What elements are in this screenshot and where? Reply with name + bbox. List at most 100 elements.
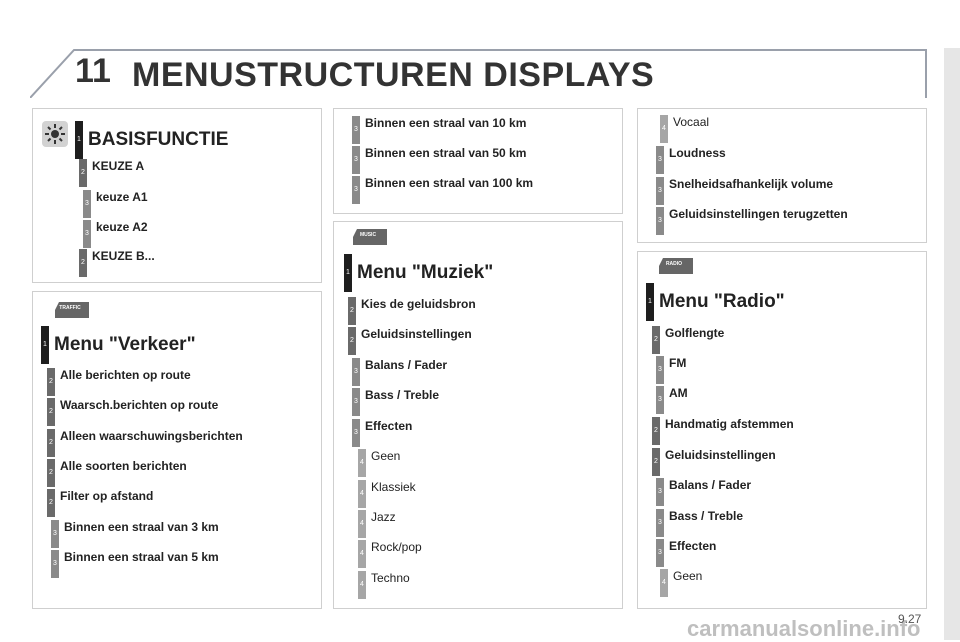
menu-item-label: Kies de geluidsbron <box>361 297 476 311</box>
level-3-marker: 3 <box>656 177 664 205</box>
menu-item-label: Loudness <box>669 146 726 160</box>
menu-item-label: Jazz <box>371 510 396 524</box>
menu-item-label: Binnen een straal van 3 km <box>64 520 219 534</box>
menu-heading-label: Menu "Verkeer" <box>54 334 196 355</box>
page-number: 9.27 <box>898 612 922 626</box>
level-3-marker: 3 <box>352 146 360 174</box>
level-3-marker: 3 <box>352 419 360 447</box>
menu-item-label: Alleen waarschuwingsberichten <box>60 429 243 443</box>
menu-item-label: Alle berichten op route <box>60 368 191 382</box>
basisfunctie-panel: 1 BASISFUNCTIE 2 KEUZE A 3 keuze A1 3 ke… <box>32 108 322 283</box>
watermark: carmanualsonline.info <box>687 616 921 641</box>
level-3-marker: 3 <box>656 509 664 537</box>
level-3-marker: 3 <box>656 146 664 174</box>
muziek-continued-panel: 4 Vocaal 3 Loudness 3 Snelheidsafhankeli… <box>637 108 927 243</box>
level-4-marker: 4 <box>358 540 366 568</box>
muziek-panel: MUSIC 1 Menu "Muziek" 2 Kies de geluidsb… <box>333 221 623 609</box>
level-3-marker: 3 <box>656 386 664 414</box>
level-2-marker: 2 <box>47 368 55 396</box>
level-1-marker: 1 <box>75 121 83 159</box>
level-1-marker: 1 <box>646 283 654 321</box>
menu-heading-label: BASISFUNCTIE <box>88 129 229 150</box>
menu-item-label: Balans / Fader <box>365 358 448 372</box>
menu-item-label: Snelheidsafhankelijk volume <box>669 177 834 191</box>
menu-item-label: Handmatig afstemmen <box>665 417 794 431</box>
level-3-marker: 3 <box>656 539 664 567</box>
music-icon <box>353 229 387 245</box>
settings-icon <box>42 121 68 147</box>
badge-label: TRAFFIC <box>59 305 81 311</box>
traffic-icon <box>55 302 89 318</box>
level-2-marker: 2 <box>652 326 660 354</box>
music-badge: MUSIC <box>351 227 389 247</box>
level-2-marker: 2 <box>79 249 87 277</box>
level-4-marker: 4 <box>358 571 366 599</box>
menu-item-label: Klassiek <box>371 480 416 494</box>
menu-item-label: Binnen een straal van 5 km <box>64 550 219 564</box>
menu-item-label: keuze A1 <box>96 190 148 204</box>
level-3-marker: 3 <box>352 358 360 386</box>
menu-item-label: Filter op afstand <box>60 489 154 503</box>
menu-item-label: Binnen een straal van 10 km <box>365 116 527 130</box>
menu-item-label: Geluidsinstellingen <box>665 448 776 462</box>
level-2-marker: 2 <box>79 159 87 187</box>
level-3-marker: 3 <box>656 356 664 384</box>
level-2-marker: 2 <box>348 327 356 355</box>
menu-item-label: keuze A2 <box>96 220 148 234</box>
level-3-marker: 3 <box>352 176 360 204</box>
traffic-badge: TRAFFIC <box>53 300 91 320</box>
menu-item-label: Bass / Treble <box>669 509 744 523</box>
menu-item-label: Binnen een straal van 50 km <box>365 146 527 160</box>
page-edge-strip <box>944 48 960 640</box>
radio-badge: RADIO <box>657 256 695 276</box>
menu-item-label: KEUZE A <box>92 159 145 173</box>
verkeer-panel: TRAFFIC 1 Menu "Verkeer" 2 Alle berichte… <box>32 291 322 609</box>
menu-item-label: Geluidsinstellingen terugzetten <box>669 207 848 221</box>
menu-item-label: Geen <box>673 569 703 583</box>
level-3-marker: 3 <box>656 478 664 506</box>
level-3-marker: 3 <box>352 388 360 416</box>
menu-item-label: Golflengte <box>665 326 725 340</box>
menu-item-label: Alle soorten berichten <box>60 459 187 473</box>
menu-item-label: Balans / Fader <box>669 478 752 492</box>
level-2-marker: 2 <box>47 398 55 426</box>
level-4-marker: 4 <box>660 115 668 143</box>
menu-item-label: Effecten <box>365 419 413 433</box>
level-3-marker: 3 <box>656 207 664 235</box>
menu-item-label: Geen <box>371 449 401 463</box>
level-3-marker: 3 <box>83 220 91 248</box>
header-tab-outline <box>30 49 927 98</box>
level-2-marker: 2 <box>47 459 55 487</box>
menu-item-label: Vocaal <box>673 115 710 129</box>
level-3-marker: 3 <box>51 520 59 548</box>
menu-item-label: Techno <box>371 571 410 585</box>
level-2-marker: 2 <box>652 448 660 476</box>
chapter-number: 11 <box>75 52 111 90</box>
level-4-marker: 4 <box>358 480 366 508</box>
level-2-marker: 2 <box>348 297 356 325</box>
menu-item-label: Geluidsinstellingen <box>361 327 472 341</box>
level-2-marker: 2 <box>47 489 55 517</box>
menu-heading-label: Menu "Radio" <box>659 291 785 312</box>
menu-item-label: Binnen een straal van 100 km <box>365 176 534 190</box>
menu-heading-label: Menu "Muziek" <box>357 262 494 283</box>
menu-item-label: Bass / Treble <box>365 388 440 402</box>
level-1-marker: 1 <box>41 326 49 364</box>
radio-panel: RADIO 1 Menu "Radio" 2 Golflengte 3 FM 3… <box>637 251 927 609</box>
verkeer-continued-panel: 3 Binnen een straal van 10 km 3 Binnen e… <box>333 108 623 214</box>
level-4-marker: 4 <box>358 510 366 538</box>
menu-item-label: FM <box>669 356 687 370</box>
level-3-marker: 3 <box>352 116 360 144</box>
menu-item-label: Rock/pop <box>371 540 422 554</box>
menu-item-label: Effecten <box>669 539 717 553</box>
level-3-marker: 3 <box>51 550 59 578</box>
menu-item-label: AM <box>669 386 688 400</box>
level-1-marker: 1 <box>344 254 352 292</box>
level-2-marker: 2 <box>652 417 660 445</box>
menu-item-label: KEUZE B... <box>92 249 155 263</box>
level-3-marker: 3 <box>83 190 91 218</box>
badge-label: MUSIC <box>359 232 377 238</box>
level-4-marker: 4 <box>358 449 366 477</box>
level-2-marker: 2 <box>47 429 55 457</box>
level-4-marker: 4 <box>660 569 668 597</box>
